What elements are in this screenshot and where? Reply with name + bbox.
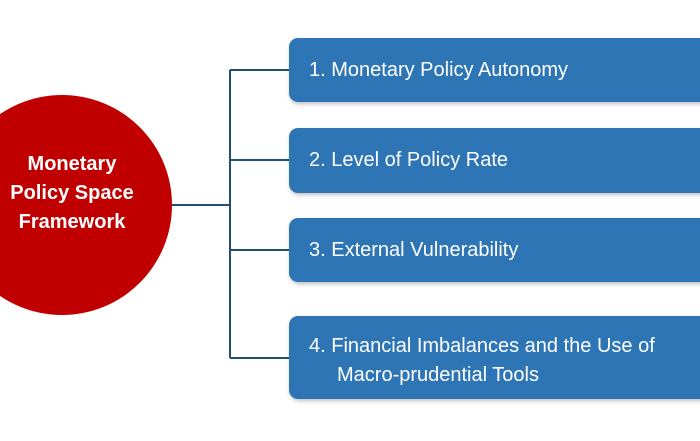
item-label-line1: 4. Financial Imbalances and the Use of (309, 335, 655, 357)
center-node (0, 95, 172, 315)
item-label: 3. External Vulnerability (309, 239, 519, 261)
item-box-monetary-policy-autonomy: 1. Monetary Policy Autonomy (289, 38, 700, 102)
center-node-label: Monetary Policy Space Framework (10, 153, 134, 233)
item-label-line2: Macro-prudential Tools (337, 364, 539, 386)
item-box-financial-imbalances: 4. Financial Imbalances and the Use of M… (289, 316, 700, 399)
item-label: 2. Level of Policy Rate (309, 149, 508, 171)
item-box-external-vulnerability: 3. External Vulnerability (289, 218, 700, 282)
item-label: 1. Monetary Policy Autonomy (309, 59, 569, 81)
item-box-level-of-policy-rate: 2. Level of Policy Rate (289, 128, 700, 193)
item-label-multiline: 4. Financial Imbalances and the Use of M… (309, 332, 655, 390)
